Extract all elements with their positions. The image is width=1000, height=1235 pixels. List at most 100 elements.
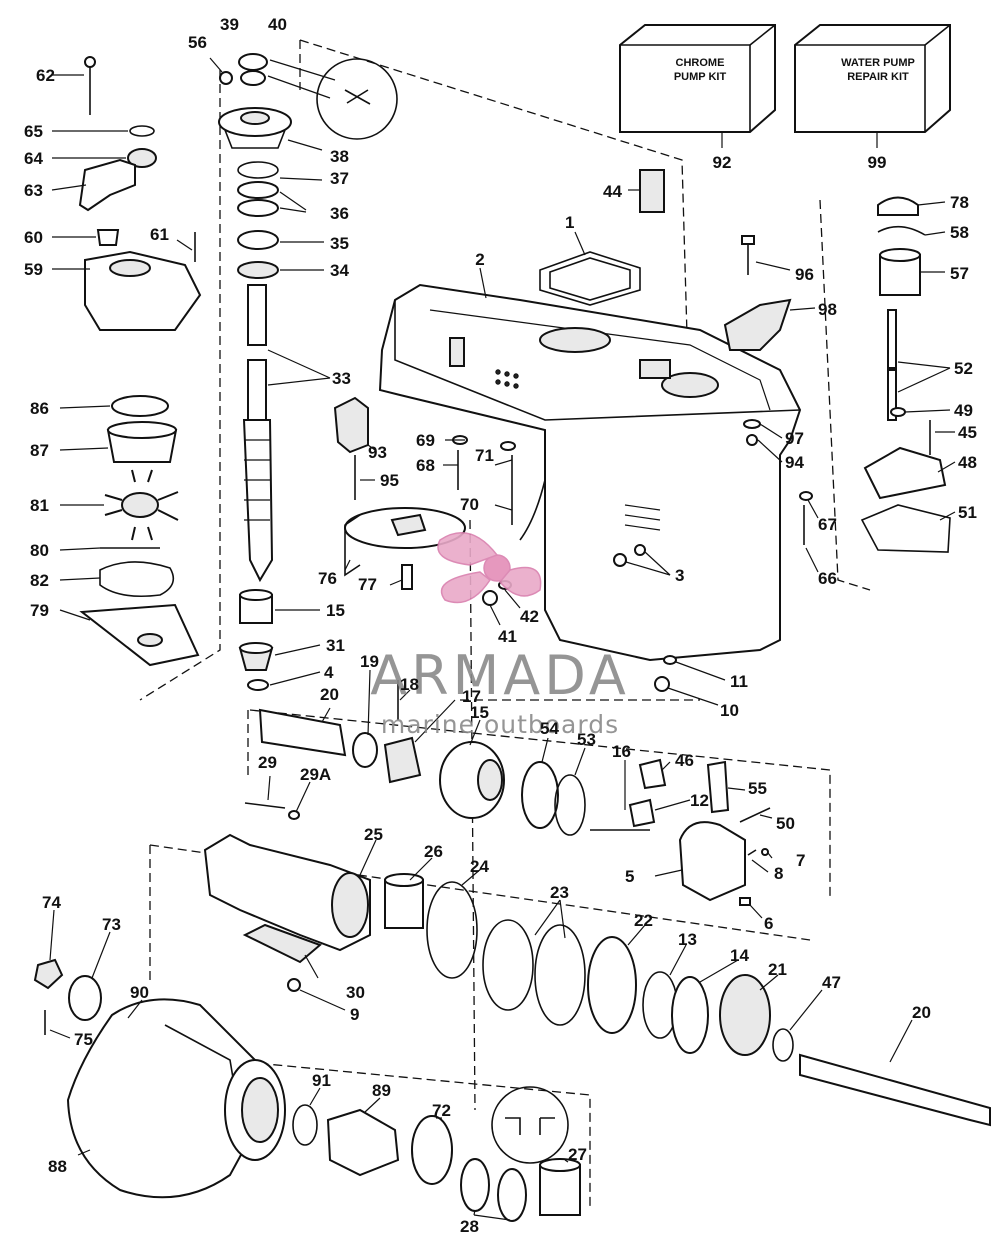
label-5: 5: [625, 867, 634, 886]
label-17: 17: [462, 687, 481, 706]
label-29a: 29A: [300, 765, 331, 784]
watermark-title: ARMADA: [370, 644, 630, 707]
label-7: 7: [796, 851, 805, 870]
label-6: 6: [764, 914, 773, 933]
label-52: 52: [954, 359, 973, 378]
label-53: 53: [577, 730, 596, 749]
label-78: 78: [950, 193, 969, 212]
label-11: 11: [730, 672, 748, 691]
label-2: 15: [326, 601, 345, 620]
label-51: 51: [958, 503, 977, 522]
label-69: 69: [416, 431, 435, 450]
label-66: 66: [818, 569, 837, 588]
label-98: 98: [818, 300, 837, 319]
label-61: 61: [150, 225, 169, 244]
water-pump-components: [78, 56, 202, 667]
label-16: 16: [612, 742, 631, 761]
label-87: 87: [30, 441, 49, 460]
label-18: 18: [400, 675, 419, 694]
water-pump-repair-kit-box: WATER PUMP REPAIR KIT 99: [794, 24, 951, 172]
center-parts: [333, 169, 665, 606]
label-91: 91: [312, 1071, 331, 1090]
chrome-kit-line2: PUMP KIT: [674, 71, 727, 83]
label-70: 70: [460, 495, 479, 514]
label-94: 94: [785, 453, 804, 472]
label-54: 54: [540, 719, 559, 738]
label-13: 13: [678, 930, 697, 949]
label-41: 41: [498, 627, 517, 646]
label-3: 3: [675, 566, 684, 585]
label-22: 22: [634, 911, 653, 930]
shift-and-propshaft-row: [244, 680, 771, 906]
gearcase-housing: 2: [378, 250, 802, 662]
label-88: 88: [48, 1157, 67, 1176]
label-21: 21: [768, 960, 787, 979]
label-50: 50: [776, 814, 795, 833]
label-76: 76: [318, 569, 337, 588]
label-71: 71: [475, 446, 494, 465]
label-68: 68: [416, 456, 435, 475]
label-29: 29: [258, 753, 277, 772]
label-31: 4: [324, 663, 334, 682]
label-45: 45: [958, 423, 977, 442]
label-10: 10: [720, 701, 739, 720]
drive-shaft-assembly: [218, 53, 292, 691]
label-44: 1: [565, 213, 574, 232]
waterpump-kit-line2: REPAIR KIT: [847, 71, 909, 83]
label-23: 23: [550, 883, 569, 902]
label-35: 35: [330, 234, 349, 253]
label-65: 65: [24, 122, 43, 141]
label-93: 93: [368, 443, 387, 462]
label-77: 77: [358, 575, 377, 594]
label-82: 82: [30, 571, 49, 590]
label-81: 81: [30, 496, 49, 515]
label-74: 74: [42, 893, 61, 912]
label-56: 56: [188, 33, 207, 52]
label-75: 75: [74, 1030, 93, 1049]
propeller-row: [33, 958, 581, 1222]
label-62: 62: [36, 66, 55, 85]
label-60: 60: [24, 228, 43, 247]
label-86: 86: [30, 399, 49, 418]
label-15b: 15: [470, 703, 489, 722]
label-97: 97: [785, 429, 804, 448]
label-79: 79: [30, 601, 49, 620]
seal-detail-circle: [267, 58, 398, 140]
right-side-parts: [654, 196, 951, 692]
label-89: 89: [372, 1081, 391, 1100]
label-73: 73: [102, 915, 121, 934]
label-38: 38: [330, 147, 349, 166]
label-67: 67: [818, 515, 837, 534]
label-15a: 31: [326, 636, 345, 655]
label-59: 59: [24, 260, 43, 279]
label-26: 26: [424, 842, 443, 861]
label-99: 99: [868, 153, 887, 172]
dashed-group-outlines: [119, 39, 871, 1210]
label-40: 40: [268, 15, 287, 34]
label-80: 80: [30, 541, 49, 560]
label-96: 96: [795, 265, 814, 284]
label-39: 39: [220, 15, 239, 34]
waterpump-kit-line1: WATER PUMP: [841, 57, 915, 69]
label-34: 34: [330, 261, 349, 280]
leader-lines: [49, 57, 956, 1221]
label-49: 49: [954, 401, 973, 420]
label-20a: 20: [320, 685, 339, 704]
label-72: 72: [432, 1101, 451, 1120]
propeller-logo-icon: [437, 532, 542, 604]
label-33: 33: [332, 369, 351, 388]
chrome-kit-line1: CHROME: [676, 57, 725, 69]
label-14: 14: [730, 946, 749, 965]
label-95: 95: [380, 471, 399, 490]
label-27: 27: [568, 1145, 587, 1164]
label-37: 37: [330, 169, 349, 188]
label-42: 42: [520, 607, 539, 626]
label-28: 28: [460, 1217, 479, 1235]
label-36: 36: [330, 204, 349, 223]
label-57: 57: [950, 264, 969, 283]
label-92: 92: [713, 153, 732, 172]
label-9: 9: [350, 1005, 359, 1024]
label-55: 55: [748, 779, 767, 798]
label-90: 90: [130, 983, 149, 1002]
